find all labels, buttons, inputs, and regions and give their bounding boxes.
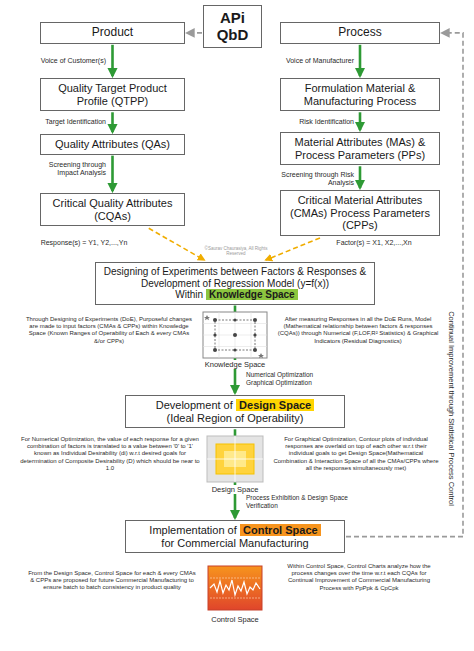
box-text: Process: [286, 26, 434, 40]
flow-arrow: [111, 112, 114, 132]
step-label: Risk Identification: [262, 118, 354, 126]
box-text: Quality Attributes (QAs): [46, 138, 179, 151]
note-text: After measuring Responses in all the DoE…: [276, 316, 440, 345]
box-text: Development of: [156, 399, 233, 411]
process-box: Product: [40, 22, 185, 44]
control-space-chart: [208, 566, 262, 610]
box-text: Within: [175, 289, 203, 300]
step-label: Process Exhibition & Design Space Verifi…: [246, 494, 358, 510]
title-box: APi QbD: [203, 5, 262, 48]
step-label: Numerical Optimization Graphical Optimiz…: [246, 371, 342, 387]
box-text: (Ideal Region of Operability): [131, 412, 339, 425]
box-text: for Commercial Manufacturing: [131, 537, 339, 550]
note-text: From the Design Space, Control Space for…: [26, 570, 198, 592]
highlight-text: Design Space: [236, 399, 314, 411]
flow-arrow: [359, 112, 362, 130]
process-box: Process: [280, 22, 440, 44]
box-text: Material Attributes (MAs) & Process Para…: [286, 136, 434, 161]
step-label: Target Identification: [20, 118, 106, 126]
process-box: Critical Quality Attributes (CQAs): [40, 193, 185, 226]
note-text: For Graphical Optimization, Contour plot…: [272, 436, 440, 472]
box-text: Formulation Material & Manufacturing Pro…: [286, 82, 434, 107]
process-box: Development ofDesign Space(Ideal Region …: [125, 395, 345, 428]
step-label: Screening through Risk Analysis: [272, 171, 354, 188]
step-label: Voice of Manufacturer: [262, 57, 354, 65]
process-box: Critical Material Attributes (CMAs) Proc…: [280, 190, 440, 236]
loop-label: Continual Improvement through Statistica…: [447, 294, 456, 524]
process-box: Quality Attributes (QAs): [40, 134, 185, 155]
box-text: Designing of Experiments between Factors…: [101, 266, 369, 289]
dashed-arrow: [187, 32, 202, 34]
process-box: Quality Target Product Profile (QTPP): [40, 78, 185, 111]
box-text: Implementation of: [149, 524, 236, 536]
watermark: ©Saurav Chaurasiya, All Rights Reserved: [204, 246, 268, 257]
process-box: Formulation Material & Manufacturing Pro…: [280, 78, 440, 111]
note-text: Through Designing of Experiments (DoE), …: [24, 316, 194, 345]
step-label: Design Space: [200, 485, 270, 494]
note-text: For Numerical Optimization, the value of…: [20, 436, 200, 472]
flow-arrow: [111, 156, 114, 191]
box-text: Quality Target Product Profile (QTPP): [46, 82, 179, 107]
flow-arrow: [111, 45, 114, 76]
step-label: Response(s) = Y1, Y2,...,Yn: [30, 239, 138, 247]
step-label: Screening through Impact Analysis: [30, 161, 106, 178]
process-box: Implementation of Control Spacefor Commer…: [125, 520, 345, 553]
box-text: Critical Material Attributes (CMAs) Proc…: [286, 194, 434, 232]
highlight-text: Control Space: [240, 524, 321, 536]
step-label: Knowledge Space: [198, 360, 272, 369]
flow-arrow: [359, 45, 362, 76]
box-text: Product: [46, 26, 179, 40]
highlight-text: Knowledge Space: [206, 289, 298, 300]
dashed-arrow: [149, 228, 204, 260]
step-label: Control Space: [198, 615, 272, 624]
process-box: Material Attributes (MAs) & Process Para…: [280, 132, 440, 165]
note-text: Within Control Space, Control Charts ana…: [278, 563, 440, 592]
design-space-plot: [207, 436, 263, 482]
knowledge-space-plot: [203, 312, 267, 358]
box-text: Critical Quality Attributes (CQAs): [46, 197, 179, 222]
step-label: Voice of Customer(s): [20, 57, 106, 65]
box-text: APi QbD: [209, 9, 256, 44]
process-box: Designing of Experiments between Factors…: [95, 262, 375, 305]
flow-arrow: [359, 166, 362, 188]
dashed-arrow: [266, 238, 320, 260]
step-label: Factor(s) = X1, X2,...,Xn: [318, 239, 430, 247]
